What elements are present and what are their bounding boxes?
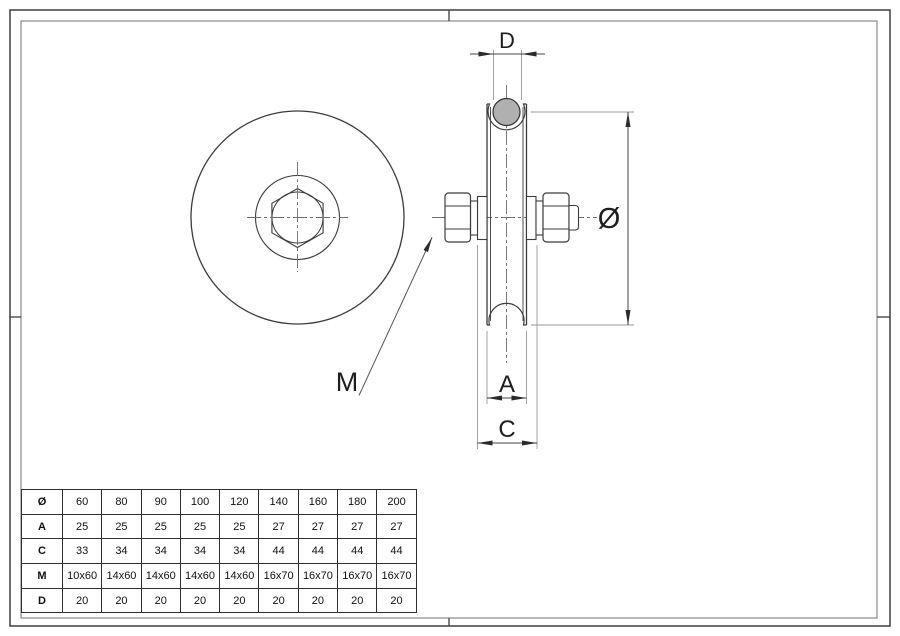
- row-label: A: [21, 513, 63, 540]
- table-cell: 140: [258, 489, 299, 515]
- dimension-label-c: C: [498, 416, 515, 443]
- right-nut: [542, 192, 570, 243]
- table-cell: 16x70: [376, 563, 417, 589]
- table-cell: 27: [297, 513, 339, 540]
- table-cell: 33: [61, 538, 103, 565]
- table-cell: 20: [140, 587, 181, 614]
- table-cell: 25: [61, 513, 103, 540]
- front-centerlines: [247, 162, 348, 272]
- table-cell: 27: [376, 513, 417, 540]
- row-label: D: [21, 587, 63, 614]
- dimension-d: D: [470, 28, 545, 100]
- table-cell: 27: [258, 513, 299, 540]
- wheel-side-view: [432, 85, 597, 363]
- table-cell: 44: [376, 538, 417, 565]
- table-cell: 34: [179, 538, 221, 565]
- bolt-end: [568, 204, 580, 231]
- table-cell: 25: [179, 513, 221, 540]
- right-fastener-stack: [525, 192, 580, 243]
- dimension-label-a: A: [499, 371, 515, 398]
- table-cell: 90: [140, 489, 181, 515]
- row-label: M: [21, 563, 63, 589]
- table-cell: 20: [337, 587, 378, 614]
- left-bushing: [476, 195, 488, 241]
- left-nut: [444, 192, 472, 243]
- table-cell: 20: [101, 587, 142, 614]
- m-leader: M: [336, 237, 433, 397]
- table-cell: 27: [337, 513, 378, 540]
- table-cell: 14x60: [179, 563, 221, 589]
- hex-bolt-head: [271, 187, 324, 249]
- dimension-label-diameter: Ø: [598, 203, 621, 235]
- sheet-frame: [9, 9, 891, 627]
- table-cell: 44: [337, 538, 378, 565]
- dimension-c: C: [477, 245, 538, 449]
- table-cell: 20: [61, 587, 103, 614]
- dimension-a: A: [486, 331, 527, 404]
- table-cell: 25: [140, 513, 181, 540]
- dimension-label-m: M: [336, 367, 359, 397]
- row-label: Ø: [21, 489, 63, 515]
- row-label: C: [21, 538, 63, 565]
- table-cell: 34: [219, 538, 260, 565]
- table-cell: 44: [258, 538, 299, 565]
- table-cell: 34: [140, 538, 181, 565]
- table-cell: 34: [101, 538, 142, 565]
- table-cell: 14x60: [140, 563, 181, 589]
- table-cell: 100: [179, 489, 221, 515]
- table-cell: 25: [219, 513, 260, 540]
- table-cell: 60: [61, 489, 103, 515]
- table-cell: 160: [297, 489, 339, 515]
- table-cell: 20: [258, 587, 299, 614]
- table-cell: 200: [376, 489, 417, 515]
- table-cell: 16x70: [297, 563, 339, 589]
- top-groove: [487, 103, 527, 131]
- table-cell: 25: [101, 513, 142, 540]
- dimension-diameter: Ø: [531, 111, 634, 326]
- wheel-outer-circle: [190, 110, 405, 325]
- left-fastener-stack: [444, 192, 488, 243]
- left-washer: [469, 200, 479, 236]
- table-cell: 20: [179, 587, 221, 614]
- table-cell: 44: [297, 538, 339, 565]
- rod-section: [492, 97, 521, 127]
- right-washer: [535, 200, 544, 236]
- dimension-label-d: D: [499, 28, 515, 53]
- right-bushing: [525, 195, 537, 241]
- table-cell: 14x60: [101, 563, 142, 589]
- table-cell: 16x70: [258, 563, 299, 589]
- table-cell: 20: [376, 587, 417, 614]
- table-cell: 16x70: [337, 563, 378, 589]
- wheel-front-view: [190, 110, 405, 325]
- bottom-groove: [487, 302, 527, 326]
- table-cell: 20: [297, 587, 339, 614]
- table-cell: 10x60: [61, 563, 103, 589]
- table-cell: 180: [337, 489, 378, 515]
- table-cell: 80: [101, 489, 142, 515]
- table-cell: 14x60: [219, 563, 260, 589]
- table-cell: 20: [219, 587, 260, 614]
- table-cell: 120: [219, 489, 260, 515]
